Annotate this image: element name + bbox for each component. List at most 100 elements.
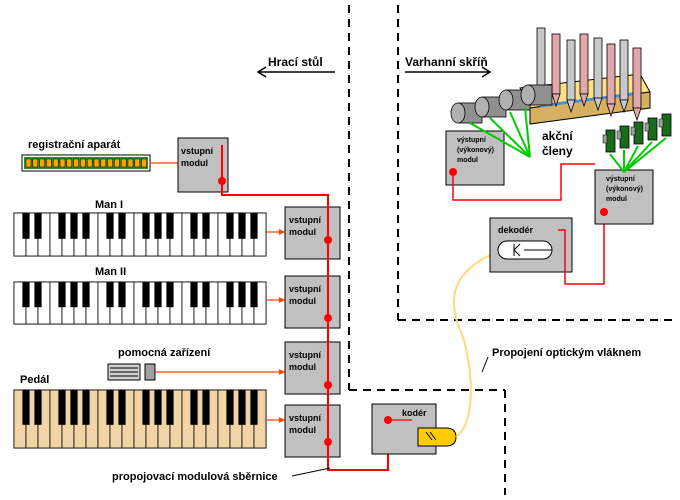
- motor-face: [498, 89, 514, 111]
- svg-text:(výkonový): (výkonový): [606, 186, 643, 193]
- black-key: [82, 390, 90, 425]
- black-key: [226, 390, 234, 425]
- black-key: [250, 390, 258, 425]
- motor-face: [450, 102, 466, 124]
- optical-fiber: [452, 250, 501, 438]
- magnet-plunger: [602, 134, 608, 144]
- stop-switch: [127, 158, 134, 168]
- stop-switch: [59, 158, 66, 168]
- black-key: [154, 390, 162, 425]
- magnet: [605, 129, 616, 153]
- pipe-foot: [566, 99, 576, 114]
- black-key: [166, 390, 174, 425]
- black-key: [70, 213, 78, 239]
- magnet-plunger: [630, 126, 636, 136]
- stop-switch: [93, 158, 100, 168]
- svg-text:vstupní: vstupní: [289, 215, 322, 225]
- black-key: [118, 390, 126, 425]
- registration-panel: [21, 154, 151, 172]
- svg-text:výstupní: výstupní: [606, 176, 636, 183]
- optical-link-pointer: [481, 356, 489, 373]
- black-key: [82, 213, 90, 239]
- black-key: [190, 213, 198, 239]
- stop-switch: [134, 158, 141, 168]
- svg-text:modul: modul: [457, 157, 478, 164]
- magnet: [661, 113, 672, 137]
- svg-text:modul: modul: [181, 158, 208, 168]
- magnet-plunger: [616, 130, 622, 140]
- organ-pipe: [632, 47, 642, 109]
- black-key: [34, 213, 42, 239]
- svg-text:modul: modul: [289, 227, 316, 237]
- stop-switch: [25, 158, 32, 168]
- stop-switch: [80, 158, 86, 168]
- input-module-pedal: vstupní modul: [284, 404, 341, 458]
- pipe-foot: [551, 93, 561, 108]
- stop-switch: [114, 158, 120, 168]
- actuator-arrows-left: [469, 107, 531, 158]
- black-key: [82, 282, 90, 308]
- organ-pipe: [536, 27, 546, 89]
- magnet-actuators: [602, 113, 672, 153]
- motor-face: [474, 96, 490, 118]
- motor-actuators: [450, 84, 553, 124]
- svg-text:modul: modul: [606, 196, 627, 203]
- black-key: [70, 390, 78, 425]
- pipe-foot: [619, 99, 629, 114]
- black-key: [22, 213, 30, 239]
- magnet: [619, 125, 630, 149]
- svg-text:výstupní: výstupní: [457, 137, 487, 144]
- pipe-foot: [593, 97, 603, 112]
- organ-pipe: [566, 39, 576, 101]
- svg-text:modul: modul: [289, 296, 316, 306]
- direction-arrows: [256, 66, 492, 78]
- manual-2-keyboard: [13, 281, 267, 325]
- black-key: [154, 213, 162, 239]
- manual-2-label: Man II: [95, 266, 126, 278]
- actuator-arrow: [609, 153, 625, 173]
- output-module-right: výstupní (výkonový) modul: [594, 169, 654, 225]
- actuator-arrow: [623, 145, 639, 173]
- svg-text:vstupní: vstupní: [181, 146, 214, 156]
- svg-text:kodér: kodér: [402, 408, 427, 418]
- black-key: [202, 213, 210, 239]
- organ-pipe: [579, 33, 589, 95]
- auxiliary-label: pomocná zařízení: [118, 347, 211, 359]
- registration-label: registrační aparát: [28, 139, 121, 151]
- black-key: [70, 282, 78, 308]
- organ-pipes: [536, 27, 642, 122]
- black-key: [190, 282, 198, 308]
- black-key: [118, 213, 126, 239]
- black-key: [58, 213, 66, 239]
- svg-text:dekodér: dekodér: [498, 225, 534, 235]
- pedal-label: Pedál: [20, 374, 49, 386]
- optical-link-label: Propojení optickým vláknem: [492, 347, 641, 359]
- magnet-plunger: [644, 122, 650, 132]
- actuators-label-line1: akční: [542, 129, 573, 143]
- registration-switches: [25, 158, 147, 168]
- black-key: [58, 390, 66, 425]
- black-key: [250, 213, 258, 239]
- black-key: [106, 390, 114, 425]
- magnet: [633, 121, 644, 145]
- black-key: [250, 282, 258, 308]
- pipe-foot: [606, 103, 616, 118]
- black-key: [190, 390, 198, 425]
- magnet: [647, 117, 658, 141]
- svg-text:(výkonový): (výkonový): [457, 147, 494, 154]
- magnet-plunger: [658, 118, 664, 128]
- black-key: [226, 282, 234, 308]
- motor-face: [520, 84, 536, 106]
- output-link: [452, 163, 595, 201]
- black-key: [58, 282, 66, 308]
- svg-text:modul: modul: [289, 362, 316, 372]
- pipe-foot: [579, 93, 589, 108]
- black-key: [34, 390, 42, 425]
- organ-pipe: [551, 33, 561, 95]
- svg-text:vstupní: vstupní: [289, 350, 322, 360]
- organ-pipe: [593, 37, 603, 99]
- actuator-arrow: [509, 111, 531, 158]
- module-bus: [221, 145, 389, 471]
- black-key: [142, 213, 150, 239]
